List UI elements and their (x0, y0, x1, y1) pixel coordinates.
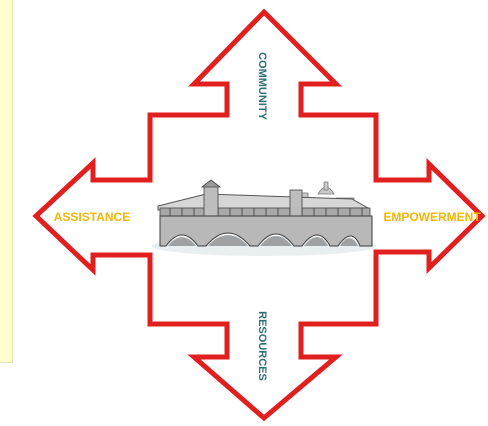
bridge-gallery (159, 207, 371, 217)
left-gate-tower (203, 185, 219, 217)
bridge-arches (159, 215, 373, 247)
side-panel (0, 0, 13, 363)
arch-shading (168, 235, 358, 246)
assistance-label: ASSISTANCE (54, 210, 130, 224)
right-gate-tower (289, 189, 303, 217)
bridge-illustration (152, 179, 376, 256)
community-label: COMMUNITY (256, 52, 268, 120)
resources-label: RESOURCES (256, 311, 268, 381)
empowerment-label: EMPOWERMENT (383, 210, 481, 224)
